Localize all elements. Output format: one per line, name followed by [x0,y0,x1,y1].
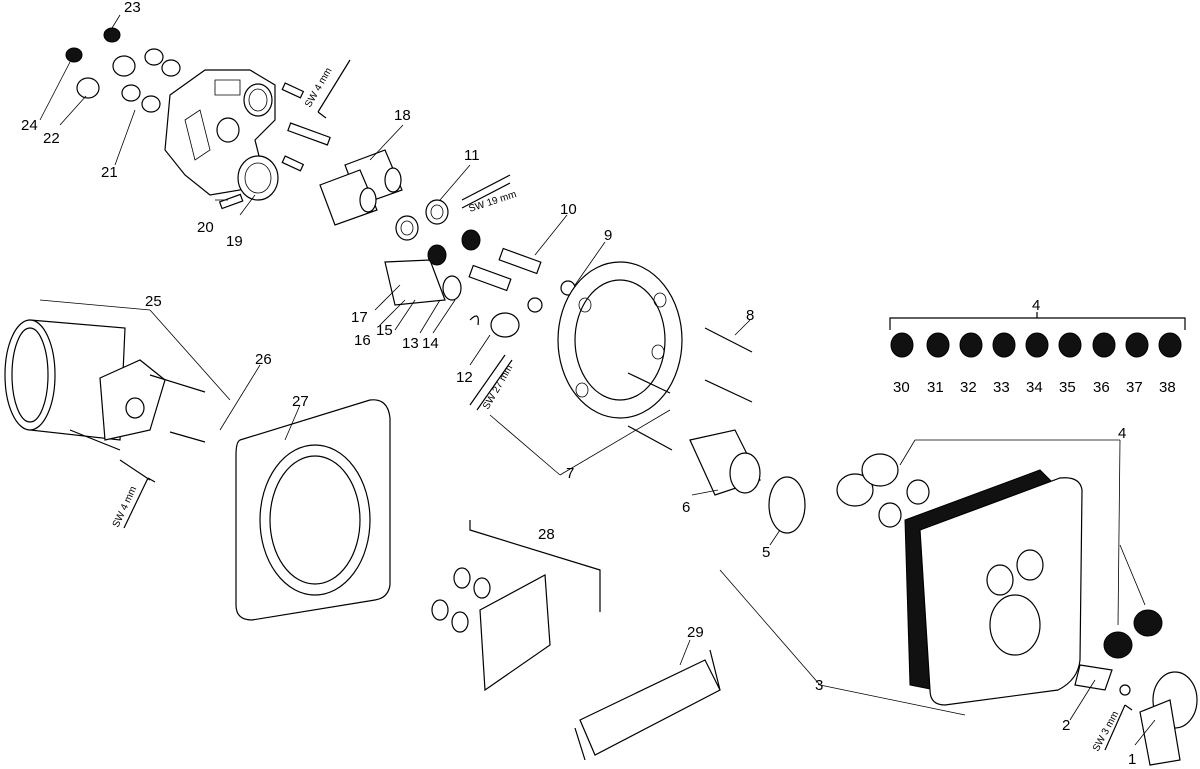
label-23: 23 [124,0,141,16]
label-37: 37 [1126,379,1143,396]
label-5: 5 [762,544,770,561]
label-36: 36 [1093,379,1110,396]
body-screws [218,82,331,210]
wrench-sw27: SW 27 mm [469,354,515,412]
thermostat-cartridge [384,229,576,338]
label-19: 19 [226,233,243,250]
allen-key-top: SW 4 mm [303,59,351,119]
label-15: 15 [376,322,393,339]
adapter-parts [836,453,930,528]
mounting-ring [557,261,683,419]
label-2: 2 [1062,717,1070,734]
tool-label-sw4-left: SW 4 mm [111,485,140,529]
function-knobs [1074,609,1198,766]
label-24: 24 [21,117,38,134]
label-20: 20 [197,219,214,236]
label-33: 33 [993,379,1010,396]
seal-plate [431,520,601,692]
o-ring-5 [768,476,806,534]
label-1: 1 [1128,751,1136,768]
label-18: 18 [394,107,411,124]
label-22: 22 [43,130,60,147]
label-9: 9 [604,227,612,244]
screws-10 [468,247,542,292]
cover-plate [904,469,1083,706]
label-34: 34 [1026,379,1043,396]
label-13: 13 [402,335,419,352]
label-4a: 4 [1032,297,1040,314]
label-32: 32 [960,379,977,396]
label-7: 7 [566,465,574,482]
label-4b: 4 [1118,425,1126,442]
label-12: 12 [456,369,473,386]
label-8: 8 [746,307,754,324]
label-6: 6 [682,499,690,516]
label-14: 14 [422,335,439,352]
allen-key-left: SW 4 mm [111,477,156,529]
square-frame [235,399,391,621]
part-numbers: 1 2 3 4 4 5 6 7 8 9 10 11 12 13 14 15 16… [21,0,1176,768]
label-30: 30 [893,379,910,396]
label-25: 25 [145,293,162,310]
tool-label-sw27: SW 27 mm [481,363,515,411]
nuts-11 [395,199,449,241]
label-38: 38 [1159,379,1176,396]
label-35: 35 [1059,379,1076,396]
label-17: 17 [351,309,368,326]
label-11: 11 [464,147,480,164]
label-26: 26 [255,351,272,368]
wrench-sw19: SW 19 mm [461,174,518,215]
label-3: 3 [815,677,823,694]
long-screws-8 [627,327,753,451]
label-31: 31 [927,379,944,396]
mounting-box [4,319,206,481]
valve-body [164,69,279,201]
knob-row [889,312,1186,358]
label-29: 29 [687,624,704,641]
label-27: 27 [292,393,309,410]
tool-label-sw4-top: SW 4 mm [303,66,334,110]
leader-lines [39,14,1156,746]
small-seals [65,27,181,113]
extension-sleeve [689,429,761,496]
cartridges [319,149,403,226]
label-28: 28 [538,526,555,543]
plaster-template [574,649,721,761]
allen-key-sw3: SW 3 mm [1091,704,1133,753]
label-10: 10 [560,201,577,218]
label-16: 16 [354,332,371,349]
label-21: 21 [101,164,118,181]
